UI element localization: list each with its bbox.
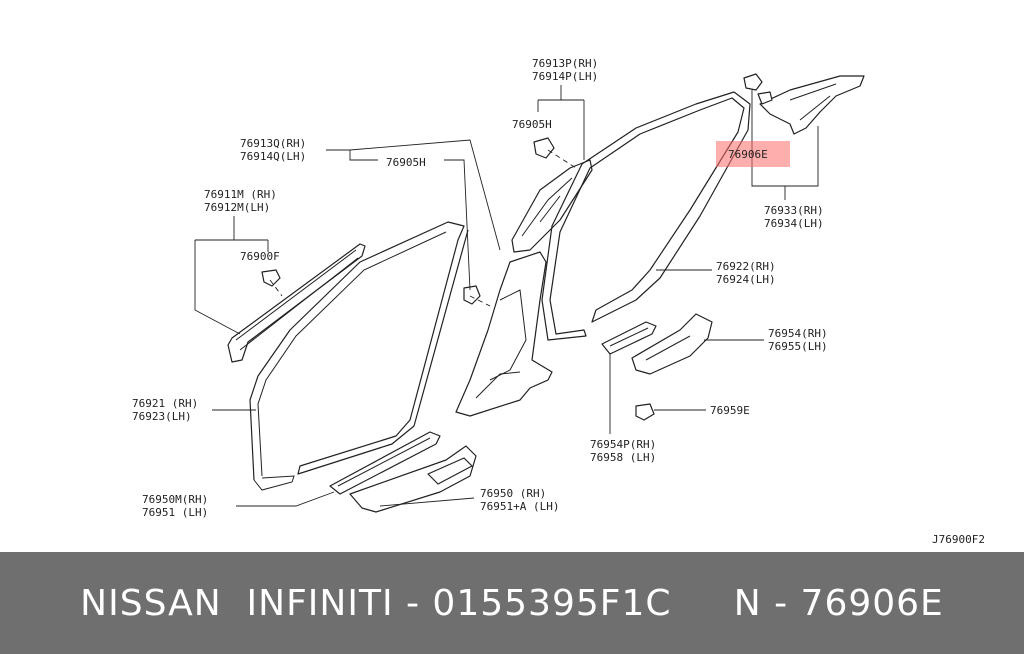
label-76905h-mid: 76905H — [386, 156, 426, 169]
label-76955: 76955(LH) — [768, 340, 828, 353]
clip-76900f — [261, 269, 281, 287]
label-76900f: 76900F — [240, 250, 280, 263]
clip-rear-pillar — [743, 73, 773, 105]
parts-diagram: 76913P(RH) 76914P(LH) 76905H 76913Q(RH) … — [132, 57, 985, 546]
label-76921: 76921 (RH) — [132, 397, 198, 410]
label-76950m: 76950M(RH) — [142, 493, 208, 506]
label-76950: 76950 (RH) — [480, 487, 546, 500]
label-76951a: 76951+A (LH) — [480, 500, 559, 513]
label-76913q: 76913Q(RH) — [240, 137, 306, 150]
label-76951: 76951 (LH) — [142, 506, 208, 519]
label-76905h-top: 76905H — [512, 118, 552, 131]
rear-weatherstrip — [541, 91, 751, 341]
diagram-code: J76900F2 — [932, 533, 985, 546]
front-sill-finisher — [349, 445, 477, 513]
label-76959e: 76959E — [710, 404, 750, 417]
rear-kicking-plate — [601, 321, 657, 355]
label-76906e: 76906E — [728, 148, 768, 161]
label-76954p: 76954P(RH) — [590, 438, 656, 451]
leader-lines — [194, 85, 819, 507]
label-76913p: 76913P(RH) — [532, 57, 598, 70]
part-labels: 76913P(RH) 76914P(LH) 76905H 76913Q(RH) … — [132, 57, 985, 546]
b-pillar-upper-trim — [511, 159, 593, 253]
label-76912m: 76912M(LH) — [204, 201, 270, 214]
front-kicking-plate — [329, 431, 441, 495]
label-76922: 76922(RH) — [716, 260, 776, 273]
label-76924: 76924(LH) — [716, 273, 776, 286]
label-76911m: 76911M (RH) — [204, 188, 277, 201]
part-number-banner: NISSAN INFINITI - 0155395F1C N - 76906E — [0, 552, 1024, 654]
banner-text: NISSAN INFINITI - 0155395F1C N - 76906E — [80, 582, 944, 624]
label-76933: 76933(RH) — [764, 204, 824, 217]
label-76958: 76958 (LH) — [590, 451, 656, 464]
a-pillar-trim — [227, 243, 366, 363]
label-76934: 76934(LH) — [764, 217, 824, 230]
highlight-76906e — [716, 141, 790, 167]
rear-sill-finisher — [631, 313, 713, 375]
b-pillar-trim — [455, 251, 553, 417]
label-76914p: 76914P(LH) — [532, 70, 598, 83]
diagram-svg: 76913P(RH) 76914P(LH) 76905H 76913Q(RH) … — [132, 57, 985, 546]
clip-76959e — [635, 403, 655, 421]
label-76923: 76923(LH) — [132, 410, 192, 423]
label-76954: 76954(RH) — [768, 327, 828, 340]
front-weatherstrip — [249, 221, 469, 491]
label-76914q: 76914Q(LH) — [240, 150, 306, 163]
rear-pillar-trim — [759, 75, 865, 135]
clip-76905h-top — [533, 137, 555, 159]
clip-76905h-mid — [463, 285, 481, 305]
